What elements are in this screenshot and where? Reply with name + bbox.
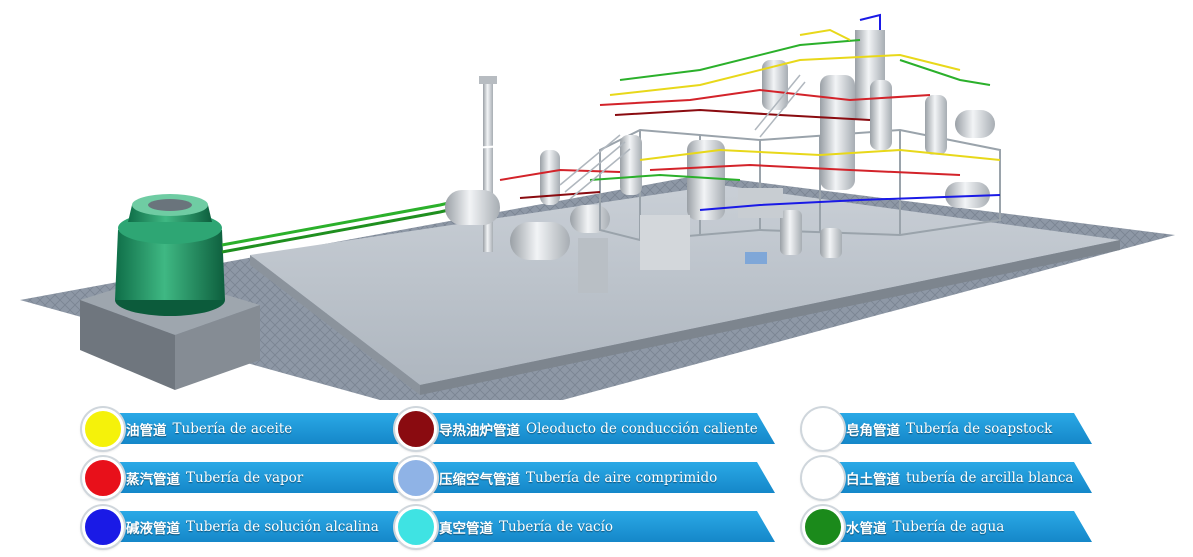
legend-label-bar: 皂角管道 Tubería de soapstock	[824, 413, 1092, 444]
plant-illustration	[20, 13, 1175, 400]
legend-label-bar: 导热油炉管道 Oleoducto de conducción caliente	[417, 413, 775, 444]
vacuum-pipe-color-swatch	[395, 506, 437, 548]
legend-label-zh: 碱液管道	[126, 520, 180, 537]
soapstock-pipe-color-swatch	[802, 408, 844, 450]
alkaline-pipe-color-swatch	[82, 506, 124, 548]
legend-label-bar: 油管道 Tubería de aceite	[104, 413, 416, 444]
legend-label-bar: 真空管道 Tubería de vacío	[417, 511, 775, 542]
pipe-network	[439, 13, 1001, 211]
chimney	[483, 82, 493, 252]
thermal-oil-pipe-color-swatch	[395, 408, 437, 450]
legend-label-zh: 皂角管道	[846, 422, 900, 439]
legend-label-bar: 碱液管道 Tubería de solución alcalina	[104, 511, 416, 542]
legend-label-es: Tubería de agua	[892, 518, 1005, 535]
legend-label-zh: 压缩空气管道	[439, 471, 520, 488]
legend-label-bar: 白土管道 tubería de arcilla blanca	[824, 462, 1092, 493]
oil-pipe-color-swatch	[82, 408, 124, 450]
legend-label-es: tubería de arcilla blanca	[906, 469, 1074, 486]
legend-label-zh: 白土管道	[846, 471, 900, 488]
legend-label-zh: 水管道	[846, 520, 887, 537]
legend-label-es: Oleoducto de conducción caliente	[526, 420, 758, 437]
legend-label-bar: 蒸汽管道 Tubería de vapor	[104, 462, 416, 493]
legend-label-bar: 压缩空气管道 Tubería de aire comprimido	[417, 462, 775, 493]
legend-label-es: Tubería de soapstock	[906, 420, 1053, 437]
legend-label-bar: 水管道 Tubería de agua	[824, 511, 1092, 542]
legend-label-zh: 蒸汽管道	[126, 471, 180, 488]
pipe-legend: 油管道 Tubería de aceite 蒸汽管道 Tubería de va…	[0, 400, 1193, 557]
water-pipe-color-swatch	[802, 506, 844, 548]
stairs	[559, 74, 806, 200]
legend-label-es: Tubería de vacío	[499, 518, 614, 535]
cooling-tower	[115, 194, 225, 316]
legend-label-zh: 油管道	[126, 422, 167, 439]
legend-label-es: Tubería de solución alcalina	[186, 518, 379, 535]
white-clay-pipe-color-swatch	[802, 457, 844, 499]
steam-pipe-color-swatch	[82, 457, 124, 499]
compressed-air-pipe-color-swatch	[395, 457, 437, 499]
legend-label-zh: 真空管道	[439, 520, 493, 537]
legend-label-zh: 导热油炉管道	[439, 422, 520, 439]
legend-label-es: Tubería de aire comprimido	[526, 469, 718, 486]
legend-label-es: Tubería de aceite	[172, 420, 293, 437]
legend-label-es: Tubería de vapor	[186, 469, 304, 486]
air-compressor	[745, 252, 767, 264]
